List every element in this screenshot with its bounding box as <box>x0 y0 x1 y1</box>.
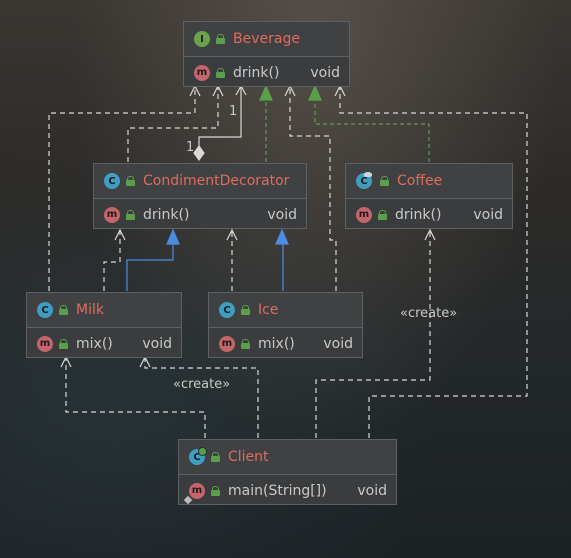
multiplicity-label: 1 <box>186 140 195 155</box>
method-row[interactable]: m main(String[]) void <box>179 475 396 506</box>
create-client-milk <box>65 357 206 438</box>
class-icon: C <box>104 173 120 189</box>
method-row[interactable]: m drink() void <box>94 199 306 230</box>
method-name: main(String[]) <box>228 482 327 499</box>
public-lock-icon <box>59 338 68 349</box>
method-name: drink() <box>143 206 190 223</box>
class-icon: C <box>37 302 53 318</box>
public-lock-icon <box>126 176 135 186</box>
return-type: void <box>473 206 503 223</box>
public-lock-icon <box>216 67 225 78</box>
class-name: Client <box>228 449 269 465</box>
realization-arrowhead-decorator <box>259 84 273 101</box>
dependency-milk-decorator <box>103 230 121 291</box>
return-type: void <box>142 335 172 352</box>
public-lock-icon <box>211 452 220 462</box>
class-icon: C <box>189 447 207 465</box>
class-name: Ice <box>258 302 279 318</box>
public-lock-icon <box>380 176 389 186</box>
public-lock-icon <box>211 485 220 496</box>
dependency-ice-beverage <box>289 86 337 291</box>
dependency-milk-beverage <box>48 86 196 291</box>
create-client-coffee <box>315 230 431 438</box>
method-icon: m <box>194 64 210 81</box>
multiplicity-label: 1 <box>229 104 238 119</box>
class-name: Beverage <box>233 31 300 47</box>
class-box-milk[interactable]: C Milk m mix() void <box>26 292 182 358</box>
class-box-ice[interactable]: C Ice m mix() void <box>208 292 363 358</box>
method-icon: m <box>356 206 372 223</box>
interface-icon: I <box>194 31 210 47</box>
return-type: void <box>310 64 340 81</box>
public-lock-icon <box>59 305 68 315</box>
class-header: C Milk <box>27 293 181 328</box>
class-box-beverage[interactable]: I Beverage m drink() void <box>183 21 350 87</box>
method-icon: m <box>183 482 205 504</box>
class-header: I Beverage <box>184 22 349 57</box>
class-box-client[interactable]: C Client m main(String[]) void <box>178 439 397 505</box>
method-row[interactable]: m mix() void <box>27 328 181 359</box>
method-row[interactable]: m drink() void <box>346 199 512 230</box>
public-lock-icon <box>216 34 225 44</box>
method-icon: m <box>104 206 120 223</box>
return-type: void <box>323 335 353 352</box>
class-header: C CondimentDecorator <box>94 164 306 199</box>
method-name: mix() <box>258 335 295 352</box>
class-modifier-icon <box>364 171 372 177</box>
class-box-coffee[interactable]: C Coffee m drink() void <box>345 163 513 229</box>
return-type: void <box>357 482 387 499</box>
class-box-condiment-decorator[interactable]: C CondimentDecorator m drink() void <box>93 163 307 229</box>
composition-line <box>198 86 242 152</box>
method-name: drink() <box>395 206 442 223</box>
class-name: Coffee <box>397 173 443 189</box>
public-lock-icon <box>241 305 250 315</box>
static-marker-icon <box>183 495 193 504</box>
create-stereotype-label: «create» <box>400 306 458 321</box>
class-icon: C <box>219 302 235 318</box>
return-type: void <box>267 206 297 223</box>
create-client-milk-2 <box>144 357 259 438</box>
class-header: C Ice <box>209 293 362 328</box>
public-lock-icon <box>241 338 250 349</box>
class-header: C Coffee <box>346 164 512 199</box>
public-lock-icon <box>378 209 387 220</box>
class-name: Milk <box>76 302 104 318</box>
composition-diamond <box>193 144 205 162</box>
create-stereotype-label: «create» <box>173 377 231 392</box>
method-row[interactable]: m mix() void <box>209 328 362 359</box>
class-icon: C <box>356 173 372 189</box>
dependency-client-beverage <box>339 86 528 438</box>
public-lock-icon <box>126 209 135 220</box>
run-icon <box>198 447 207 456</box>
class-name: CondimentDecorator <box>143 173 290 189</box>
realization-arrowhead-coffee <box>308 84 322 101</box>
realization-line-coffee <box>314 96 430 162</box>
method-name: drink() <box>233 64 280 81</box>
method-icon: m <box>37 335 53 352</box>
method-icon: m <box>219 335 235 352</box>
class-header: C Client <box>179 440 396 475</box>
method-row[interactable]: m drink() void <box>184 57 349 88</box>
dependency-decorator-beverage <box>127 86 219 162</box>
generalization-milk <box>126 240 174 291</box>
method-name: mix() <box>76 335 113 352</box>
